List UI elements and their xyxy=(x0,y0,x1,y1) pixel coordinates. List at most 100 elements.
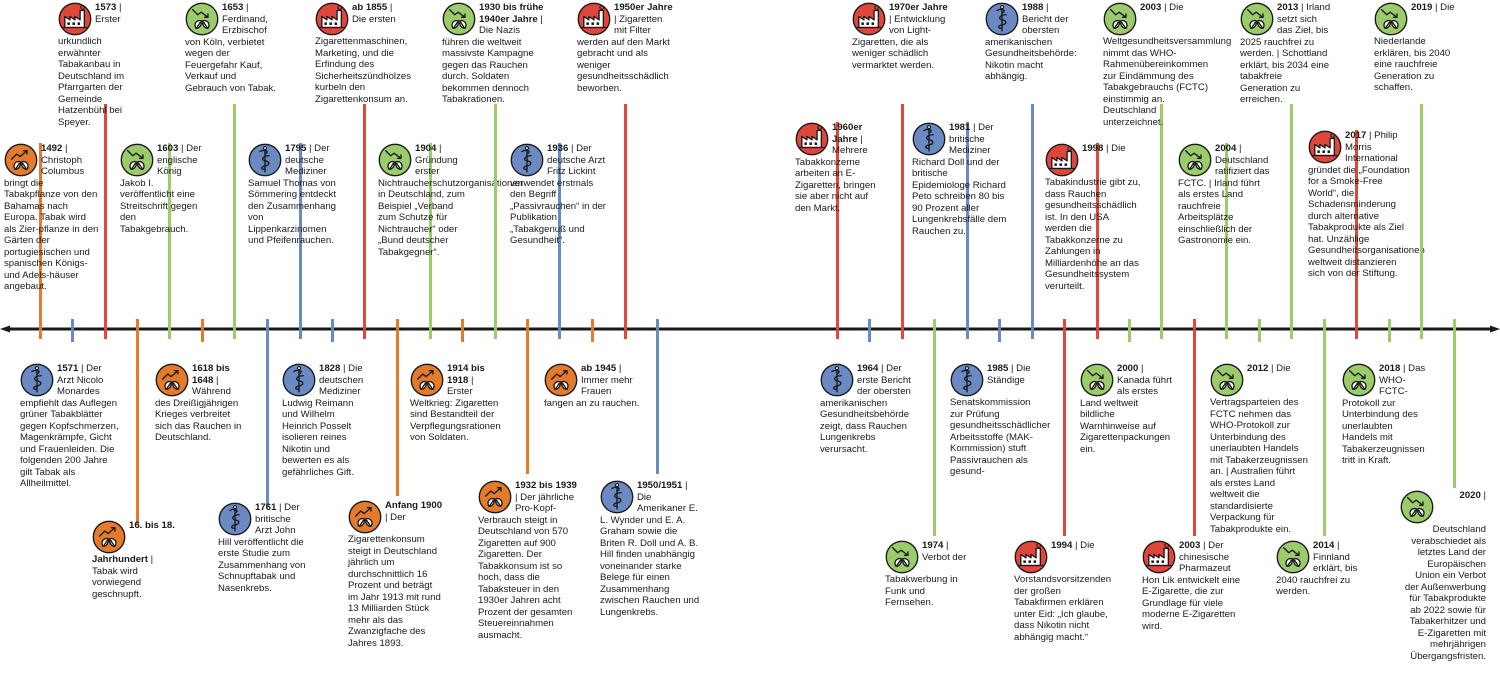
event-year: 1981 xyxy=(949,122,971,133)
axis-tick xyxy=(1387,319,1391,339)
trend-down-leaf-icon xyxy=(885,540,919,574)
event-year: 2003 xyxy=(1140,2,1162,13)
event-separator: | xyxy=(1138,363,1144,374)
event-year: 1492 xyxy=(41,143,63,154)
trend-up-leaf-icon xyxy=(410,363,444,397)
event-card: 1994 | Die Vorstandsvorsitzenden der gro… xyxy=(1014,540,1114,643)
axis-tick xyxy=(1192,319,1196,339)
event-separator: | xyxy=(1043,2,1049,13)
event-year: 2014 xyxy=(1313,540,1335,551)
axis-tick xyxy=(1419,319,1423,339)
event-stem xyxy=(1322,329,1326,536)
event-year: 1985 xyxy=(987,363,1009,374)
axis-tick xyxy=(460,319,464,339)
event-separator: | xyxy=(1298,2,1307,13)
event-separator: | xyxy=(243,2,249,13)
event-year: Anfang 1900 xyxy=(385,500,443,511)
event-separator: | xyxy=(1103,143,1112,154)
trend-down-leaf-icon xyxy=(1080,363,1114,397)
axis-tick xyxy=(362,319,366,339)
event-card: 1653 | Ferdinand, Erzbischof von Köln, v… xyxy=(185,2,277,94)
factory-icon xyxy=(1308,130,1342,164)
event-year: 1970er Jahre xyxy=(889,2,948,13)
event-separator: | xyxy=(385,511,391,523)
event-stem xyxy=(428,143,432,329)
event-stem xyxy=(1354,130,1358,329)
trend-down-leaf-icon xyxy=(1276,540,1310,574)
event-stem xyxy=(900,104,904,329)
event-stem xyxy=(932,329,936,536)
event-text: Der britische Arzt John Hill veröffentli… xyxy=(218,502,306,594)
caduceus-icon xyxy=(912,122,946,156)
event-text: Zigaretten mit Filter werden auf den Mar… xyxy=(577,13,670,94)
axis-tick xyxy=(1289,319,1293,339)
event-separator: | xyxy=(616,363,622,374)
caduceus-icon xyxy=(600,480,634,514)
event-card: 1603 | Der englische König Jakob I. verö… xyxy=(120,143,204,235)
axis-tick xyxy=(167,319,171,339)
event-text: Gründung erster Nichtraucherschutzorgani… xyxy=(378,154,524,258)
event-year: 2020 xyxy=(1459,490,1481,501)
event-card: 2019 | Die Niederlande erklären, bis 204… xyxy=(1374,2,1456,94)
event-card: 1950/1951 | Die Amerikaner E. L. Wynder … xyxy=(600,480,700,618)
event-separator: | xyxy=(306,143,315,154)
event-stem xyxy=(1095,143,1099,329)
event-card: ab 1945 | Immer mehr Frauen fangen an zu… xyxy=(544,363,640,409)
trend-down-leaf-icon xyxy=(185,2,219,36)
event-text: Die deutschen Mediziner Ludwig Reimann u… xyxy=(282,363,364,478)
event-text: Finnland erklärt, bis 2040 rauchfrei zu … xyxy=(1276,551,1358,598)
event-card: 1936 | Der deutsche Arzt Fritz Lickint v… xyxy=(510,143,606,247)
event-stem xyxy=(1224,143,1228,329)
event-year: 1998 xyxy=(1082,143,1104,154)
event-separator: | xyxy=(1366,130,1375,141)
event-card: 2014 | Finnland erklärt, bis 2040 rauchf… xyxy=(1276,540,1372,598)
event-stem xyxy=(395,329,399,496)
event-separator: | xyxy=(468,374,474,386)
axis-tick xyxy=(298,319,302,339)
event-stem xyxy=(167,143,171,329)
event-year: 2017 xyxy=(1345,130,1367,141)
event-stem xyxy=(1062,329,1066,536)
event-separator: | xyxy=(387,2,393,13)
event-stem xyxy=(655,329,659,474)
event-card: 2017 | Philip Morris International gründ… xyxy=(1308,130,1425,280)
event-text: Verbot der Tabakwerbung in Funk und Fern… xyxy=(885,551,967,609)
factory-icon xyxy=(795,122,829,156)
axis-tick xyxy=(38,319,42,339)
event-year: 2003 xyxy=(1179,540,1201,551)
axis-line xyxy=(8,327,1492,331)
event-text: Irland setzt sich das Ziel, bis 2025 rau… xyxy=(1240,2,1331,105)
axis-tick xyxy=(557,319,561,339)
event-separator: | xyxy=(116,2,122,13)
caduceus-icon xyxy=(248,143,282,177)
trend-down-leaf-icon xyxy=(1342,363,1376,397)
event-year: 1653 xyxy=(222,2,244,13)
event-separator: | xyxy=(1008,363,1017,374)
event-card: 1970er Jahre | Entwicklung von Light-Zig… xyxy=(852,2,952,71)
axis-tick xyxy=(330,319,334,339)
axis-tick xyxy=(932,319,936,339)
event-separator: | xyxy=(889,13,895,25)
event-text: Der chinesische Pharmazeut Hon Lik entwi… xyxy=(1142,540,1241,632)
event-year: ab 1945 xyxy=(581,363,617,374)
caduceus-icon xyxy=(20,363,54,397)
event-text: Während des Dreißigjährigen Krieges verb… xyxy=(155,386,242,443)
event-card: 1914 bis 1918 | Erster Weltkrieg: Zigare… xyxy=(410,363,501,444)
axis-tick xyxy=(70,319,74,339)
axis-tick xyxy=(997,319,1001,339)
factory-icon xyxy=(1142,540,1176,574)
event-year: 1950er Jahre xyxy=(614,2,673,13)
event-text: Die Amerikaner E. L. Wynder und E. A. Gr… xyxy=(600,491,700,618)
event-text: Tabak wird vorwiegend geschnupft. xyxy=(92,565,142,600)
caduceus-icon xyxy=(985,2,1019,36)
event-stem xyxy=(623,104,627,329)
event-year: 1932 bis 1939 xyxy=(515,480,577,491)
event-year: 1988 xyxy=(1022,2,1044,13)
axis-left-arrow xyxy=(0,325,10,333)
caduceus-icon xyxy=(218,502,252,536)
event-card: 1761 | Der britische Arzt John Hill verö… xyxy=(218,502,308,594)
event-year: 1930 bis frühe 1940er Jahre xyxy=(479,2,544,25)
event-card: 1988 | Bericht der obersten amerikanisch… xyxy=(985,2,1081,83)
trend-down-leaf-icon xyxy=(120,143,154,177)
axis-tick xyxy=(135,319,139,339)
